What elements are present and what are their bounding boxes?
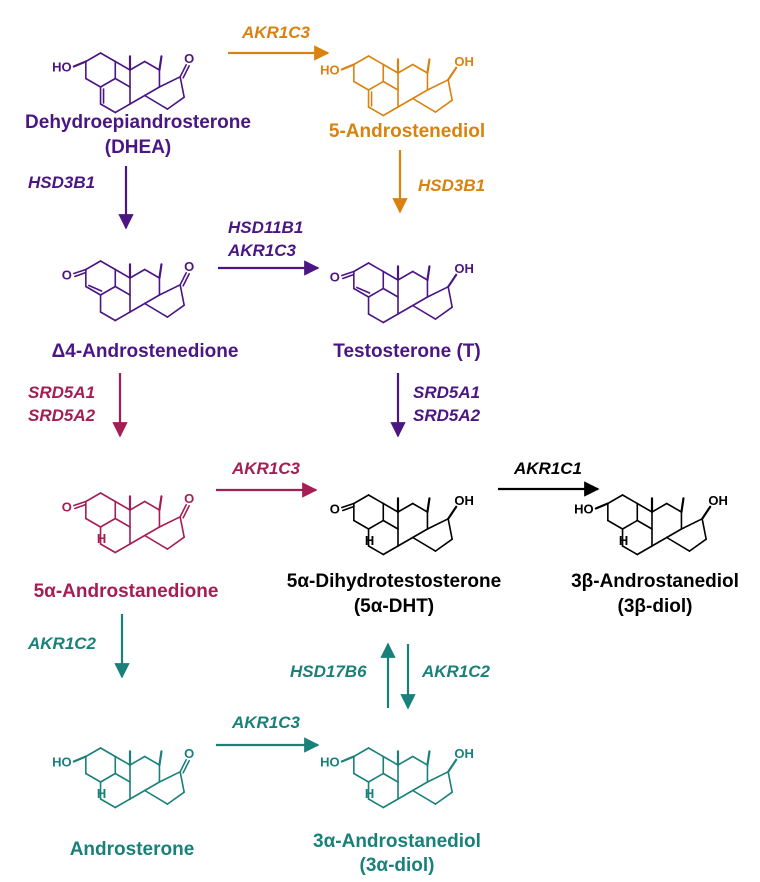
enzyme-label-akr1c1: AKR1C1 <box>513 459 582 478</box>
enzyme-label-srd5a2-left: SRD5A2 <box>28 406 96 425</box>
compound-name-testosterone: Testosterone (T) <box>333 341 480 362</box>
c3-oxygen-label: O <box>62 268 72 283</box>
compound-name-diol3b: 3β-Androstanediol <box>571 571 739 592</box>
c3-oxygen-label: O <box>330 270 340 285</box>
compound-name-androstanedione: 5α-Androstanedione <box>34 581 219 602</box>
compound-abbr-diol3b: (3β-diol) <box>618 596 693 617</box>
c5-hydrogen-label: H <box>619 533 628 548</box>
enzyme-label-akr1c3-top: AKR1C3 <box>241 23 311 42</box>
enzyme-label-srd5a1-left: SRD5A1 <box>28 383 95 402</box>
c3-oxygen-label: O <box>330 502 340 517</box>
enzyme-label-hsd17b6: HSD17B6 <box>290 662 367 681</box>
c17-oxygen-label: O <box>184 746 194 761</box>
molecule-diol3b: OH HO H <box>574 493 728 556</box>
enzyme-label-akr1c2-right: AKR1C2 <box>421 662 491 681</box>
c3-hydroxyl-label: HO <box>320 63 340 78</box>
compound-name-dhea: Dehydroepiandrosterone <box>25 112 251 133</box>
c3-hydroxyl-label: HO <box>320 755 340 770</box>
molecule-androstenediol: OH HO <box>320 54 474 117</box>
compound-abbr-dhea: (DHEA) <box>105 137 172 158</box>
compound-abbr-dht: (5α-DHT) <box>354 596 434 617</box>
enzyme-label-srd5a2-right: SRD5A2 <box>413 406 481 425</box>
c17-hydroxyl-label: OH <box>454 54 474 69</box>
compound-name-androstenediol: 5-Androstenediol <box>329 121 485 142</box>
c5-hydrogen-label: H <box>97 786 106 801</box>
compound-name-androsterone: Androsterone <box>70 839 195 860</box>
enzyme-label-akr1c3-crimson: AKR1C3 <box>231 459 301 478</box>
molecule-androstenedione: OO <box>62 259 194 322</box>
c3-hydroxyl-label: HO <box>52 755 72 770</box>
compound-name-androstenedione: Δ4-Androstenedione <box>52 341 239 362</box>
molecule-androsterone: O HO H <box>52 746 194 809</box>
c17-hydroxyl-label: OH <box>708 493 728 508</box>
c17-hydroxyl-label: OH <box>454 261 474 276</box>
c5-hydrogen-label: H <box>365 533 374 548</box>
c17-hydroxyl-label: OH <box>454 746 474 761</box>
enzyme-label-srd5a1-right: SRD5A1 <box>413 383 480 402</box>
enzyme-label-akr1c3-teal: AKR1C3 <box>231 713 301 732</box>
compound-name-dht: 5α-Dihydrotestosterone <box>287 571 501 592</box>
compound-name-diol3a: 3α-Androstanediol <box>313 831 481 852</box>
c5-hydrogen-label: H <box>97 531 106 546</box>
c17-oxygen-label: O <box>184 491 194 506</box>
c17-oxygen-label: O <box>184 51 194 66</box>
molecule-dhea: O HO <box>52 51 194 114</box>
c5-hydrogen-label: H <box>365 786 374 801</box>
c17-hydroxyl-label: OH <box>454 493 474 508</box>
c3-hydroxyl-label: HO <box>574 502 594 517</box>
molecule-testosterone: OH O <box>330 261 474 324</box>
enzyme-label-hsd3b1-left: HSD3B1 <box>28 173 95 192</box>
c3-hydroxyl-label: HO <box>52 60 72 75</box>
enzyme-label-hsd11b1: HSD11B1 <box>228 218 303 237</box>
enzyme-label-akr1c2-left: AKR1C2 <box>27 634 97 653</box>
enzyme-label-akr1c3-mid: AKR1C3 <box>227 241 297 260</box>
enzyme-label-hsd3b1-right: HSD3B1 <box>418 176 485 195</box>
molecule-androstanedione: O O H <box>62 491 194 554</box>
c3-oxygen-label: O <box>62 500 72 515</box>
compound-abbr-diol3a: (3α-diol) <box>360 855 435 876</box>
c17-oxygen-label: O <box>184 259 194 274</box>
molecule-diol3a: OH HO H <box>320 746 474 809</box>
